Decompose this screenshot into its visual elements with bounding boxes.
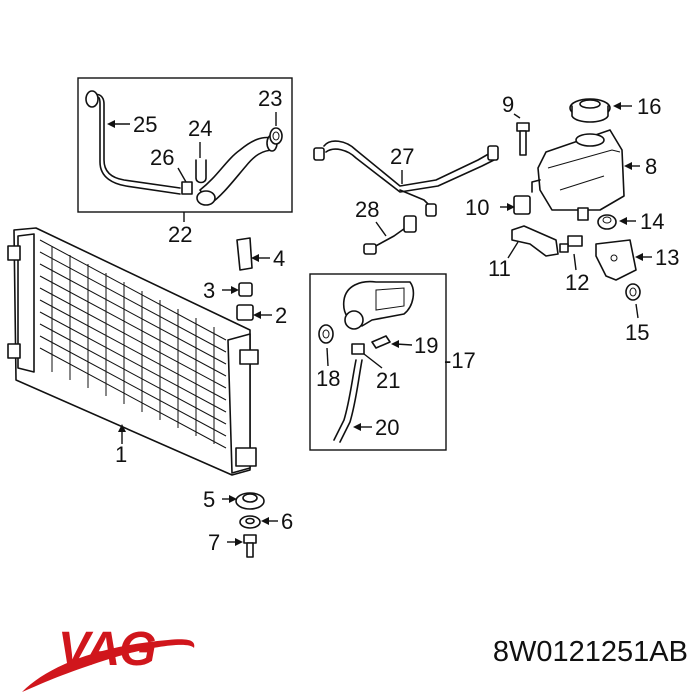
callout-9: 9 <box>502 92 514 117</box>
callout-26: 26 <box>150 145 174 170</box>
callout-25: 25 <box>133 112 157 137</box>
part-5-grommet <box>235 492 265 510</box>
hose-25 <box>85 90 181 195</box>
callout-14: 14 <box>640 209 664 234</box>
bracket-11 <box>511 225 559 257</box>
callout-21: 21 <box>376 368 400 393</box>
callout-7: 7 <box>208 530 220 555</box>
callout-12: 12 <box>565 270 589 295</box>
callout-17: -17 <box>444 348 476 373</box>
callout-6: 6 <box>281 509 293 534</box>
callout-23: 23 <box>258 86 282 111</box>
callout-24: 24 <box>188 116 212 141</box>
grommet-14 <box>597 214 617 230</box>
brand-logo: VAG <box>58 623 156 676</box>
clamp-26 <box>181 159 207 195</box>
sensor-28 <box>363 215 417 255</box>
callout-2: 2 <box>275 303 287 328</box>
bolt-9 <box>516 122 530 156</box>
callout-10: 10 <box>465 195 489 220</box>
callout-8: 8 <box>645 154 657 179</box>
clip-19 <box>371 335 391 349</box>
o-ring-23 <box>269 127 283 145</box>
callout-18: 18 <box>316 366 340 391</box>
clip-10 <box>513 195 531 215</box>
callout-5: 5 <box>203 487 215 512</box>
callout-15: 15 <box>625 320 649 345</box>
reservoir-8 <box>531 129 625 221</box>
callout-13: 13 <box>655 245 679 270</box>
o-ring-18 <box>318 324 334 344</box>
callout-1: 1 <box>115 442 127 467</box>
bolt-12 <box>559 235 583 253</box>
pipe-20 <box>333 359 363 443</box>
harness-27 <box>313 140 499 217</box>
clamp-21 <box>351 343 365 355</box>
callout-3: 3 <box>203 278 215 303</box>
brand-swoosh-icon <box>22 639 195 692</box>
housing-17 <box>342 280 415 330</box>
radiator <box>7 227 259 476</box>
grommet-15 <box>625 283 641 301</box>
cap-16 <box>569 98 611 123</box>
callout-4: 4 <box>273 246 285 271</box>
group-17-box <box>309 273 447 451</box>
callout-16: 16 <box>637 94 661 119</box>
callout-28: 28 <box>355 197 379 222</box>
callout-22: 22 <box>168 222 192 247</box>
part-3-clip <box>238 282 253 297</box>
leaders <box>107 102 652 546</box>
callout-20: 20 <box>375 415 399 440</box>
callout-27: 27 <box>390 144 414 169</box>
callout-11: 11 <box>488 256 511 281</box>
part-7-bolt <box>243 534 257 558</box>
part-number: 8W0121251AB <box>492 636 688 668</box>
group-22-box <box>77 77 293 213</box>
bracket-13 <box>595 239 637 281</box>
callout-19: 19 <box>414 333 438 358</box>
part-6-washer <box>239 515 261 529</box>
part-2-clip <box>236 304 254 321</box>
part-4-bracket <box>236 237 253 271</box>
hose-24 <box>196 134 278 206</box>
